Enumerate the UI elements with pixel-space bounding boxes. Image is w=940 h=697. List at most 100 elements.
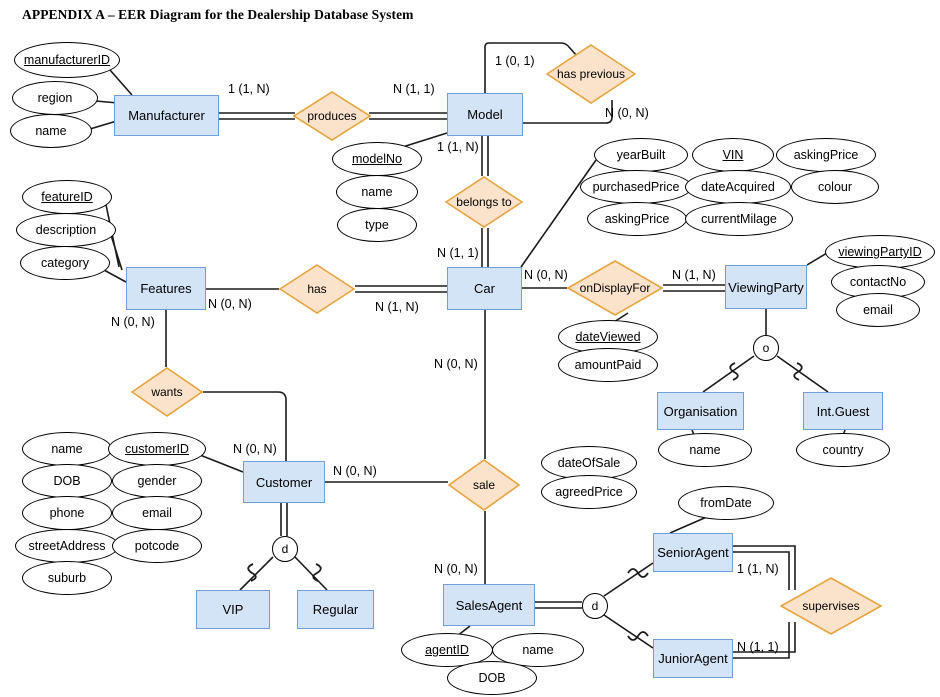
- attribute-amountpaid[interactable]: amountPaid: [558, 348, 658, 382]
- attribute-label: currentMilage: [701, 212, 777, 226]
- attribute-askingprice[interactable]: askingPrice: [587, 202, 687, 236]
- attribute-phone[interactable]: phone: [22, 496, 112, 530]
- attribute-email[interactable]: email: [836, 293, 920, 327]
- attribute-label: name: [689, 443, 721, 457]
- attribute-label: dateAcquired: [701, 180, 775, 194]
- entity-label: Manufacturer: [128, 108, 205, 123]
- attribute-potcode[interactable]: potcode: [112, 529, 202, 563]
- entity-label: SalesAgent: [455, 597, 523, 613]
- attribute-name[interactable]: name: [10, 114, 92, 148]
- attribute-country[interactable]: country: [796, 433, 890, 467]
- entity-car[interactable]: Car: [447, 267, 522, 310]
- attribute-label: modelNo: [351, 152, 403, 166]
- cardinality-label: N (0, N): [434, 357, 478, 371]
- relationship-label: has: [307, 282, 327, 296]
- attribute-dob[interactable]: DOB: [447, 661, 537, 695]
- attribute-label: name: [522, 643, 554, 657]
- entity-customer[interactable]: Customer: [243, 461, 325, 503]
- entity-salesagent[interactable]: SalesAgent: [443, 584, 535, 626]
- attribute-name[interactable]: name: [22, 432, 112, 466]
- entity-organisation[interactable]: Organisation: [657, 392, 744, 430]
- relationship-label: sale: [472, 478, 495, 492]
- cardinality-label: 1 (0, 1): [495, 54, 535, 68]
- attribute-featureid[interactable]: featureID: [22, 180, 112, 214]
- attribute-customerid[interactable]: customerID: [108, 432, 206, 466]
- attribute-suburb[interactable]: suburb: [22, 561, 112, 595]
- relationship-supervises[interactable]: supervises: [780, 577, 882, 635]
- entity-label: Regular: [312, 602, 359, 617]
- cardinality-label: N (1, N): [672, 268, 716, 282]
- relationship-produces[interactable]: produces: [293, 91, 371, 141]
- attribute-name[interactable]: name: [658, 433, 752, 467]
- cardinality-label: N (1, 1): [393, 82, 435, 96]
- attribute-modelno[interactable]: modelNo: [332, 142, 422, 176]
- attribute-category[interactable]: category: [20, 246, 110, 280]
- cardinality-label: N (0, N): [434, 562, 478, 576]
- attribute-region[interactable]: region: [12, 81, 98, 115]
- cardinality-label: N (1, 1): [737, 640, 779, 654]
- cardinality-label: 1 (1, N): [737, 562, 779, 576]
- attribute-label: gender: [137, 474, 177, 488]
- attribute-askingprice[interactable]: askingPrice: [776, 138, 876, 172]
- attribute-email[interactable]: email: [112, 496, 202, 530]
- attribute-label: phone: [49, 506, 85, 520]
- attribute-colour[interactable]: colour: [791, 170, 879, 204]
- attribute-agreedprice[interactable]: agreedPrice: [541, 475, 637, 509]
- entity-regular[interactable]: Regular: [297, 590, 374, 629]
- attribute-label: potcode: [134, 539, 180, 553]
- relationship-wants[interactable]: wants: [131, 367, 203, 417]
- entity-vip[interactable]: VIP: [196, 590, 270, 629]
- cardinality-label: N (0, N): [111, 315, 155, 329]
- attribute-viewingpartyid[interactable]: viewingPartyID: [825, 235, 935, 269]
- entity-label: Car: [474, 281, 495, 296]
- relationship-label: wants: [151, 385, 183, 399]
- relationship-sale[interactable]: sale: [448, 459, 520, 511]
- entity-intguest[interactable]: Int.Guest: [803, 392, 883, 430]
- attribute-gender[interactable]: gender: [112, 464, 202, 498]
- cardinality-label: N (0, N): [524, 268, 568, 282]
- entity-model[interactable]: Model: [447, 93, 523, 136]
- relationship-label: supervises: [802, 599, 860, 613]
- attribute-description[interactable]: description: [16, 213, 116, 247]
- relationship-has-previous[interactable]: has previous: [546, 44, 636, 104]
- entity-manufacturer[interactable]: Manufacturer: [114, 95, 219, 136]
- specialization-circle-customer-spec[interactable]: d: [272, 536, 298, 562]
- relationship-label: has previous: [556, 67, 626, 81]
- specialization-symbol: d: [281, 542, 289, 556]
- cardinality-label: N (1, N): [375, 300, 419, 314]
- attribute-streetaddress[interactable]: streetAddress: [15, 529, 119, 563]
- entity-senioragent[interactable]: SeniorAgent: [653, 533, 733, 572]
- attribute-type[interactable]: type: [337, 208, 417, 242]
- attribute-label: agentID: [425, 643, 469, 657]
- attribute-label: name: [361, 185, 393, 199]
- attribute-label: name: [51, 442, 83, 456]
- attribute-currentmilage[interactable]: currentMilage: [685, 202, 793, 236]
- relationship-label: produces: [307, 109, 357, 123]
- entity-junioragent[interactable]: JuniorAgent: [653, 639, 733, 678]
- attribute-purchasedprice[interactable]: purchasedPrice: [580, 170, 692, 204]
- entity-label: Features: [140, 281, 192, 296]
- attribute-dob[interactable]: DOB: [22, 464, 112, 498]
- attribute-yearbuilt[interactable]: yearBuilt: [594, 138, 688, 172]
- entity-viewingparty[interactable]: ViewingParty: [725, 265, 807, 309]
- attribute-label: region: [37, 91, 73, 105]
- attribute-label: fromDate: [700, 496, 752, 510]
- attribute-label: VIN: [722, 148, 744, 162]
- attribute-label: suburb: [47, 571, 87, 585]
- attribute-vin[interactable]: VIN: [692, 138, 774, 172]
- relationship-has[interactable]: has: [279, 264, 355, 314]
- specialization-circle-salesagent-spec[interactable]: d: [582, 593, 608, 619]
- attribute-name[interactable]: name: [336, 175, 418, 209]
- entity-label: Customer: [255, 474, 313, 490]
- specialization-circle-viewingparty-spec[interactable]: o: [753, 335, 779, 361]
- attribute-label: dateViewed: [575, 330, 641, 344]
- attribute-manufacturerid[interactable]: manufacturerID: [14, 42, 120, 78]
- relationship-ondisplayfor[interactable]: onDisplayFor: [567, 260, 663, 316]
- attribute-dateofsale[interactable]: dateOfSale: [541, 446, 637, 480]
- attribute-label: streetAddress: [28, 539, 106, 553]
- attribute-label: contactNo: [849, 275, 907, 289]
- relationship-belongs-to[interactable]: belongs to: [445, 176, 523, 228]
- attribute-dateacquired[interactable]: dateAcquired: [685, 170, 791, 204]
- attribute-fromdate[interactable]: fromDate: [678, 486, 774, 520]
- entity-features[interactable]: Features: [126, 267, 206, 310]
